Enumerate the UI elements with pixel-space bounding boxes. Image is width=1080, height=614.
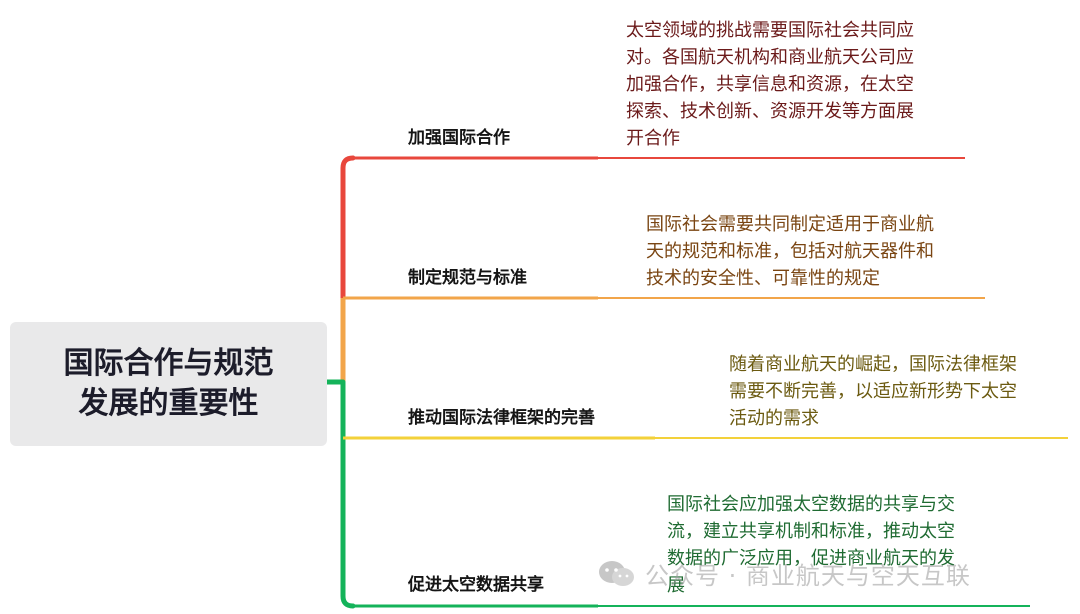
note-legal-framework: 随着商业航天的崛起，国际法律框架 需要不断完善，以适应新形势下太空 活动的需求 (729, 354, 1017, 429)
branch-label-standards: 制定规范与标准 (408, 268, 527, 288)
trunk-green (340, 379, 356, 609)
note-standards: 国际社会需要共同制定适用于商业航 天的规范和标准，包括对航天器件和 技术的安全性… (646, 214, 934, 289)
branch-label-international-cooperation: 加强国际合作 (408, 128, 510, 148)
root-node: 国际合作与规范 发展的重要性 (10, 322, 327, 446)
note-data-sharing: 国际社会应加强太空数据的共享与交 流，建立共享机制和标准，推动太空 数据的广泛应… (667, 494, 955, 596)
branch-label-data-sharing: 促进太空数据共享 (408, 575, 544, 595)
branch-label-legal-framework: 推动国际法律框架的完善 (408, 408, 595, 428)
trunk-red (340, 155, 356, 301)
root-title: 国际合作与规范 发展的重要性 (63, 346, 274, 421)
wechat-icon (599, 560, 634, 586)
watermark: 公众号 · 商业航天与空天互联 (597, 556, 971, 591)
watermark-text: 公众号 · 商业航天与空天互联 (645, 562, 971, 590)
note-international-cooperation: 太空领域的挑战需要国际社会共同应 对。各国航天机构和商业航天公司应 加强合作，共… (626, 20, 914, 149)
